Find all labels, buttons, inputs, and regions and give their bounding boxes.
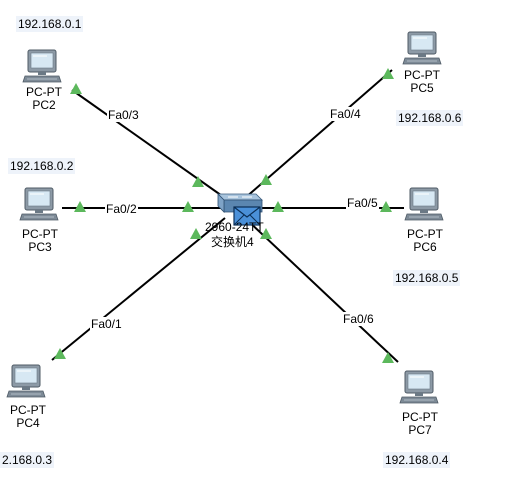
link-up-triangle-icon — [382, 68, 394, 79]
pc6-label: PC-PT PC6 — [405, 228, 445, 254]
pc7-type: PC-PT — [402, 410, 438, 424]
link-pc4[interactable] — [51, 217, 226, 361]
port-label-pc2: Fa0/3 — [107, 108, 140, 122]
ip-label-pc2: 192.168.0.1 — [16, 16, 84, 32]
port-label-pc5: Fa0/4 — [329, 107, 362, 121]
envelope-pdu-icon[interactable] — [233, 206, 261, 226]
link-up-triangle-icon — [260, 174, 272, 185]
link-up-triangle-icon — [380, 201, 392, 212]
link-status-layer — [54, 68, 394, 363]
link-up-triangle-icon — [272, 201, 284, 212]
pc7-name: PC7 — [408, 423, 432, 437]
pc6-type: PC-PT — [407, 227, 443, 241]
ip-label-pc7: 192.168.0.4 — [383, 452, 451, 468]
pc5-type: PC-PT — [404, 68, 440, 82]
pc-workstation-icon[interactable] — [399, 370, 439, 404]
pc5-name: PC5 — [410, 81, 434, 95]
pc4-name: PC4 — [16, 416, 40, 430]
switch-name-label: 交换机4 — [211, 235, 254, 249]
pc2-name: PC2 — [32, 98, 56, 112]
port-label-pc4: Fa0/1 — [90, 317, 123, 331]
pc2-label: PC-PT PC2 — [24, 86, 64, 112]
link-pc2[interactable] — [71, 89, 226, 199]
link-up-triangle-icon — [260, 228, 272, 239]
switch-model-label: 2960-24TT — [205, 220, 264, 234]
ip-label-pc3: 192.168.0.2 — [8, 158, 76, 174]
pc-workstation-icon[interactable] — [404, 187, 444, 221]
link-up-triangle-icon — [70, 83, 82, 94]
link-pc7[interactable] — [244, 217, 399, 363]
pc6-name: PC6 — [413, 240, 437, 254]
link-up-triangle-icon — [182, 201, 194, 212]
ip-label-pc5: 192.168.0.6 — [396, 110, 464, 126]
pc4-label: PC-PT PC4 — [8, 404, 48, 430]
link-up-triangle-icon — [54, 348, 66, 359]
port-label-pc3: Fa0/2 — [105, 202, 138, 216]
pc4-type: PC-PT — [10, 403, 46, 417]
link-up-triangle-icon — [192, 176, 204, 187]
pc-workstation-icon[interactable] — [19, 187, 59, 221]
ip-label-pc6: 192.168.0.5 — [393, 270, 461, 286]
link-up-triangle-icon — [382, 352, 394, 363]
link-up-triangle-icon — [190, 228, 202, 239]
pc3-label: PC-PT PC3 — [20, 228, 60, 254]
pc3-type: PC-PT — [22, 227, 58, 241]
pc2-type: PC-PT — [26, 85, 62, 99]
pc-workstation-icon[interactable] — [6, 364, 46, 398]
ip-label-pc4: 2.168.0.3 — [0, 452, 55, 468]
pc3-name: PC3 — [28, 240, 52, 254]
pc7-label: PC-PT PC7 — [400, 411, 440, 437]
link-up-triangle-icon — [74, 201, 86, 212]
pc5-label: PC-PT PC5 — [402, 69, 442, 95]
port-label-pc7: Fa0/6 — [342, 312, 375, 326]
port-label-pc6: Fa0/5 — [346, 196, 379, 210]
link-pc5[interactable] — [244, 69, 393, 199]
pc-workstation-icon[interactable] — [22, 49, 62, 83]
pc-workstation-icon[interactable] — [402, 31, 442, 65]
